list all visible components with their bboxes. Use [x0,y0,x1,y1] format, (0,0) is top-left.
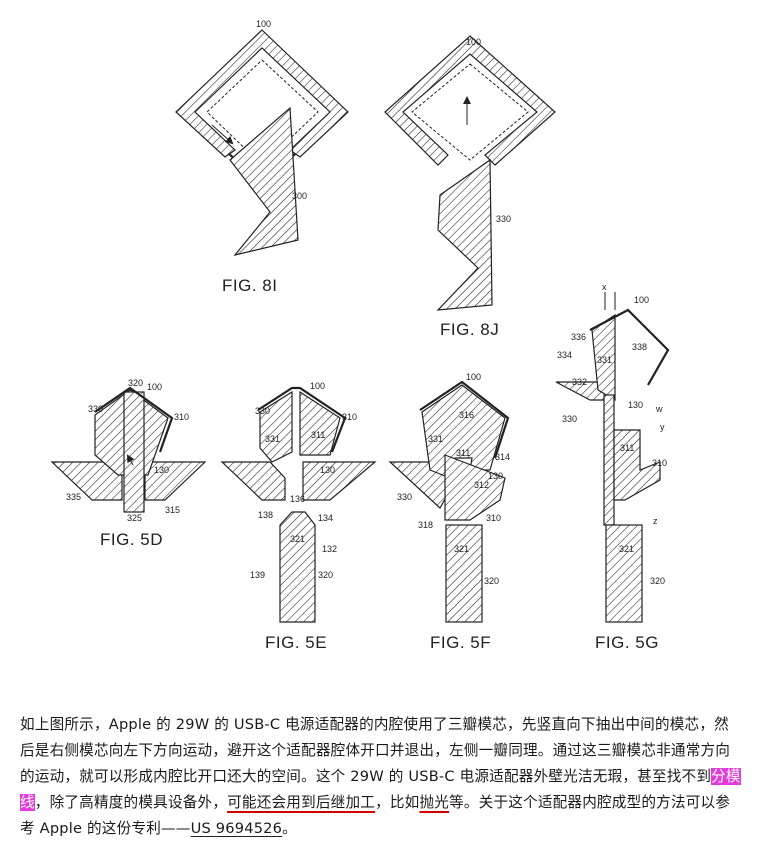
ref-label: 336 [571,332,586,342]
underlined-phrase: 可能还会用到后继加工 [227,794,376,811]
ref-label: 321 [619,544,634,554]
article-text: ，比如 [375,794,420,811]
ref-label: 136 [290,494,305,504]
ref-label: 330 [397,492,412,502]
ref-label: 320 [128,378,143,388]
ref-label: y [660,422,665,432]
fig-8j: 100 330 FIG. 8J [384,35,556,339]
article-text: ，除了高精度的模具设备外， [34,794,228,811]
figure-caption: FIG. 5E [265,633,327,652]
ref-label: z [653,516,658,526]
ref-label: 330 [88,404,103,414]
ref-label: 130 [488,471,503,481]
ref-label: 100 [466,372,481,382]
ref-label: 320 [650,576,665,586]
ref-label: 139 [250,570,265,580]
ref-label: 331 [428,434,443,444]
ref-label: 330 [562,414,577,424]
patent-figure: 100 300 FIG. 8I 100 330 FIG. 8J 320 100 … [50,19,670,652]
ref-label: 130 [154,465,169,475]
ref-label: 310 [652,458,667,468]
ref-label: w [655,404,663,414]
ref-label: 300 [292,191,307,201]
figure-caption: FIG. 8I [222,276,277,295]
ref-label: 310 [342,412,357,422]
ref-label: 100 [466,37,481,47]
article-text: 如上图所示，Apple 的 29W 的 USB-C 电源适配器的内腔使用了三瓣模… [20,716,731,785]
fig-5e: 100 330 310 331 311 130 136 138 134 321 … [220,381,377,652]
ref-label: 130 [320,465,335,475]
ref-label: 315 [165,505,180,515]
figure-caption: FIG. 8J [440,320,499,339]
figure-caption: FIG. 5F [430,633,491,652]
ref-label: 338 [632,342,647,352]
article-paragraph: 如上图所示，Apple 的 29W 的 USB-C 电源适配器的内腔使用了三瓣模… [20,712,742,842]
fig-5f: 100 316 331 311 314 130 312 330 310 318 … [388,372,510,652]
ref-label: 325 [127,513,142,523]
ref-label: 130 [628,400,643,410]
article-text: 等。关于这个适配器内腔成型的方法可以参考 Apple 的这份专利—— [20,794,731,837]
ref-label: 332 [572,377,587,387]
ref-label: 100 [310,381,325,391]
ref-label: 335 [66,492,81,502]
ref-label: 312 [474,480,489,490]
ref-label: 331 [597,355,612,365]
ref-label: 132 [322,544,337,554]
ref-label: 100 [256,19,271,29]
ref-label: 311 [456,448,470,458]
article-text: 。 [282,820,297,837]
ref-label: 134 [318,513,333,523]
ref-label: 318 [418,520,433,530]
ref-label: 321 [290,534,305,544]
ref-label: 316 [459,410,474,420]
fig-8i: 100 300 FIG. 8I [175,19,349,295]
ref-label: 311 [311,430,325,440]
ref-label: 100 [634,295,649,305]
underlined-phrase: 抛光 [419,794,450,811]
ref-label: 310 [174,412,189,422]
fig-5d: 320 100 330 310 130 335 325 315 FIG. 5D [50,378,207,549]
ref-label: 138 [258,510,273,520]
ref-label: 330 [255,406,270,416]
ref-label: x [602,282,607,292]
ref-label: 331 [265,434,280,444]
patent-link[interactable]: US 9694526 [190,820,283,837]
ref-label: 100 [147,382,162,392]
ref-label: 320 [484,576,499,586]
ref-label: 314 [495,452,510,462]
fig-5g: x 100 336 338 331 334 332 130 w 330 y 31… [555,282,670,652]
figure-caption: FIG. 5G [595,633,659,652]
figure-caption: FIG. 5D [100,530,163,549]
ref-label: 320 [318,570,333,580]
ref-label: 334 [557,350,572,360]
ref-label: 330 [496,214,511,224]
ref-label: 311 [620,443,634,453]
ref-label: 321 [454,544,469,554]
ref-label: 310 [486,513,501,523]
